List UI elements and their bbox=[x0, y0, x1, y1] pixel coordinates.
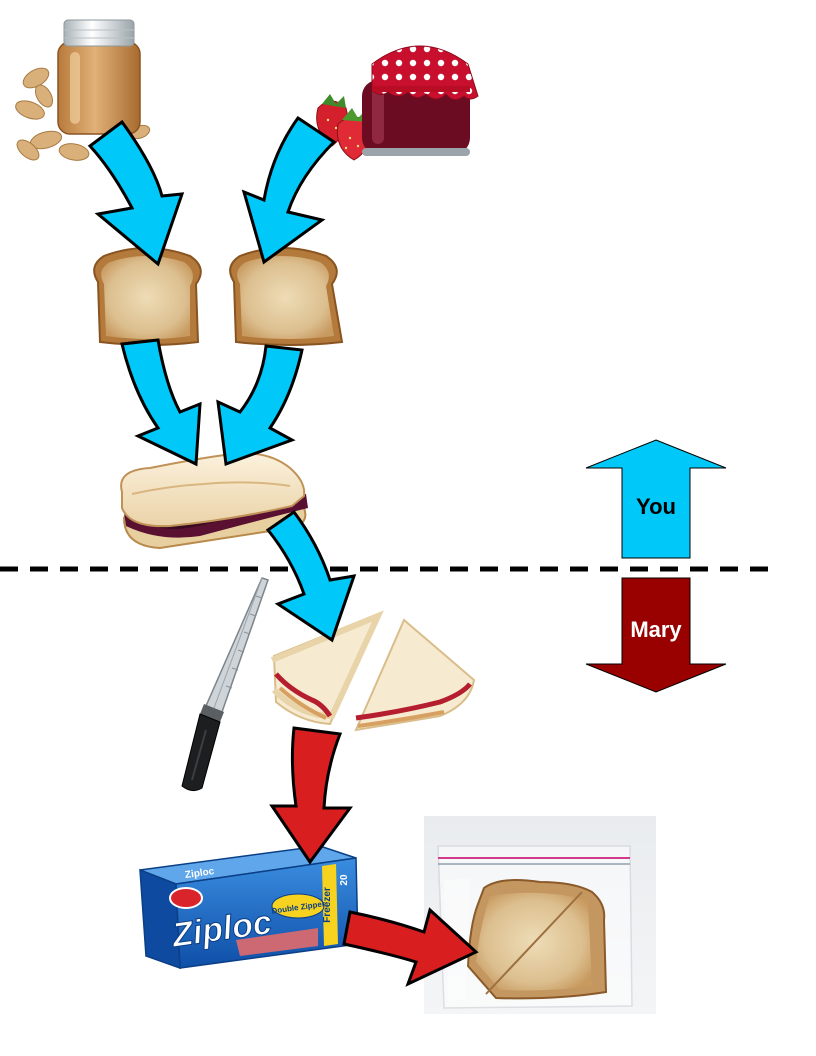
flow-arrow bbox=[216, 344, 304, 467]
bread-knife-icon bbox=[181, 577, 269, 792]
you-label: You bbox=[636, 494, 676, 519]
flow-arrow bbox=[269, 726, 353, 865]
mary-label: Mary bbox=[630, 617, 682, 642]
bread-slice-icon bbox=[93, 247, 202, 346]
ziploc-side-count: 20 bbox=[339, 874, 350, 886]
ziploc-top-brand-text: Ziploc bbox=[184, 866, 215, 881]
ziploc-box-icon: Double Zipper Ziploc Ziploc Freezer 20 bbox=[139, 845, 359, 970]
flow-arrow bbox=[120, 338, 202, 467]
ziploc-side-label: Freezer bbox=[322, 887, 333, 923]
you-role-arrow: You bbox=[585, 439, 727, 559]
assembled-sandwich-icon bbox=[120, 452, 308, 550]
strawberry-jam-jar-icon bbox=[316, 45, 479, 161]
bagged-sandwich-icon bbox=[424, 816, 656, 1014]
peanut-butter-jar-icon bbox=[15, 19, 151, 161]
flow-arrow bbox=[342, 907, 479, 987]
flow-arrow bbox=[265, 509, 357, 643]
mary-role-arrow: Mary bbox=[585, 577, 727, 693]
flow-arrow bbox=[241, 115, 337, 265]
bread-slice-icon bbox=[229, 247, 344, 346]
flow-arrow bbox=[87, 119, 185, 267]
cut-sandwich-halves-icon bbox=[270, 610, 476, 732]
